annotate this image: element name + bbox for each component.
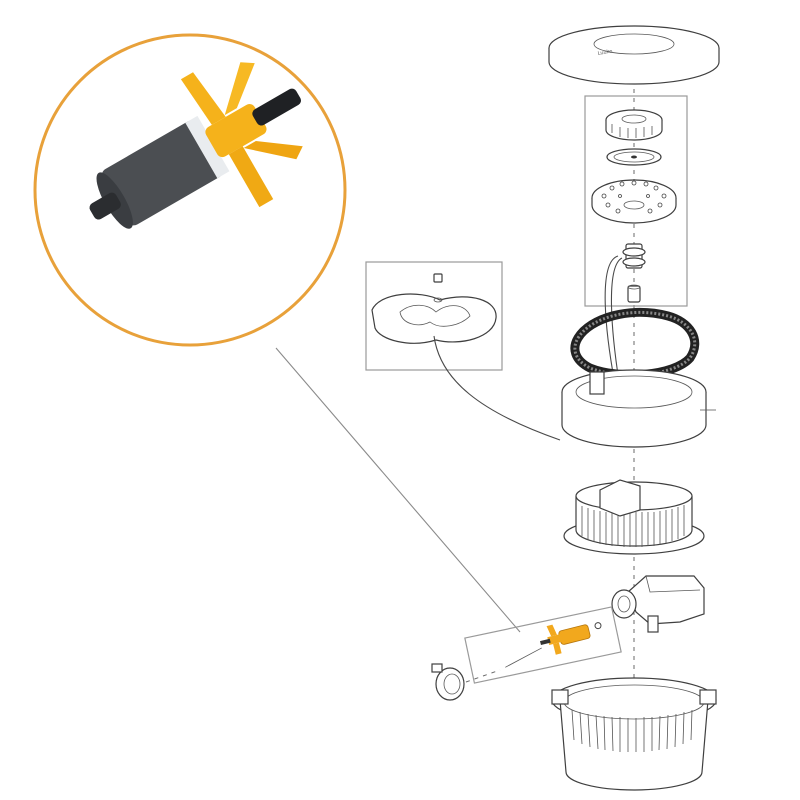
filter-foam-icon <box>570 307 700 380</box>
lid-icon: Luuko <box>548 25 720 85</box>
washer-icon <box>606 148 662 166</box>
base-housing-icon <box>551 677 717 791</box>
spray-nozzle-icon <box>605 109 663 141</box>
svg-text:Luuko: Luuko <box>597 48 613 56</box>
flower-plate-icon <box>591 179 677 224</box>
outer-ring-icon <box>561 369 716 448</box>
lily-pad-box <box>365 261 503 371</box>
lily-pad-fountain-icon <box>371 273 561 441</box>
impeller-icon <box>505 622 602 668</box>
impeller-kit-box <box>464 606 622 684</box>
impeller-photo-icon <box>33 33 347 347</box>
shaft-adapter-icon <box>622 243 646 303</box>
impeller-cover-icon <box>431 663 501 701</box>
pump-motor-icon <box>611 575 705 633</box>
strainer-basket-icon <box>563 479 705 555</box>
nozzle-kit-box <box>584 95 688 307</box>
callout-leader-line <box>275 347 521 633</box>
